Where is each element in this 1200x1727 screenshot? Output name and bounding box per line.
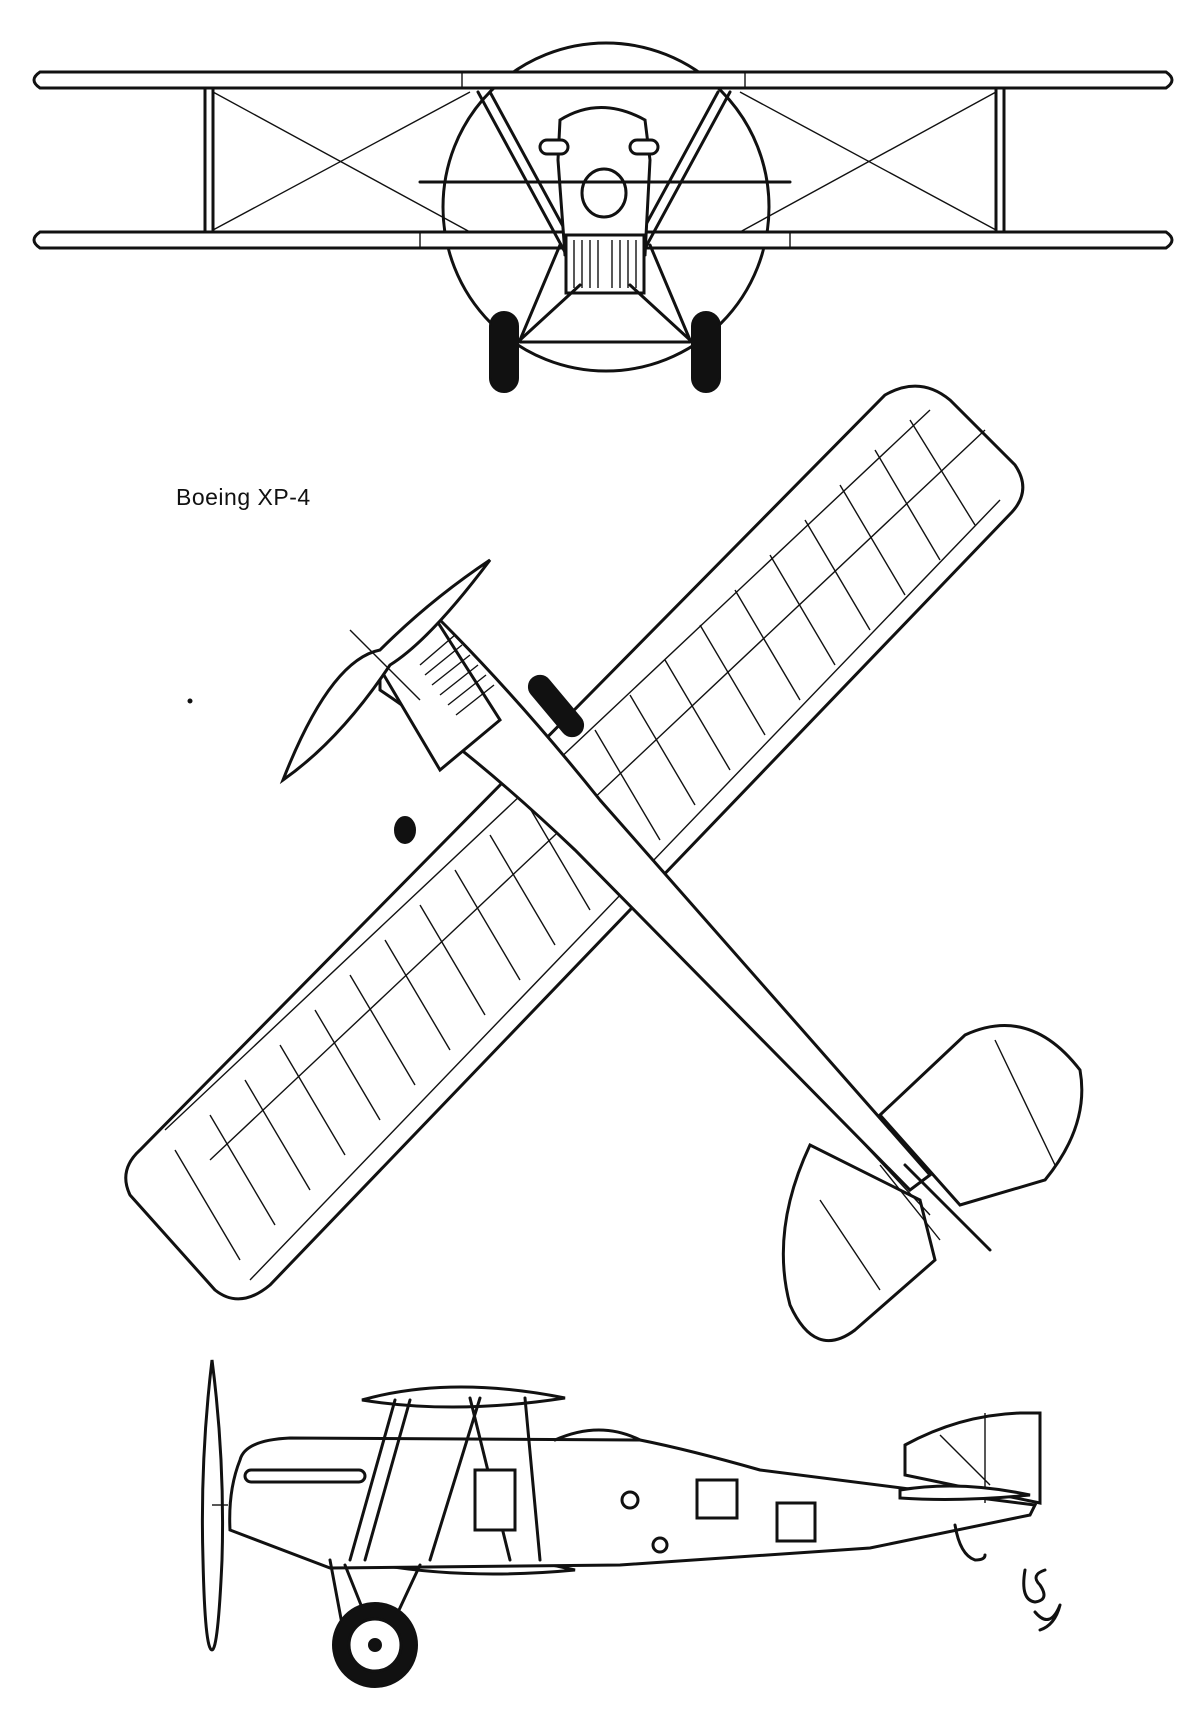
port-2 (651, 1536, 669, 1554)
landing-gear-front (518, 243, 692, 344)
window-1 (695, 1478, 739, 1520)
wheel-plan-left (394, 816, 416, 844)
tail-fin-side (903, 1411, 1042, 1505)
exhaust-stack (243, 1468, 367, 1484)
wheel-right (691, 311, 721, 393)
bracing-wires (212, 91, 997, 233)
propeller-disc (441, 41, 771, 373)
wheel-plan-right (527, 674, 585, 738)
plan-view (124, 384, 1084, 1342)
radiator-grille (564, 233, 646, 295)
port-1 (620, 1490, 640, 1510)
aircraft-title: Boeing XP-4 (176, 484, 311, 510)
tail-skid (953, 1523, 987, 1562)
wheel-left (489, 311, 519, 393)
spinner (580, 167, 628, 219)
exhaust-left (538, 138, 570, 156)
signature (1022, 1568, 1062, 1632)
side-view (200, 1359, 1042, 1688)
upper-wing-side (361, 1385, 566, 1409)
propeller-plan (279, 558, 492, 785)
upper-wing (32, 70, 1174, 90)
tailplane-plan (877, 1024, 1084, 1207)
interplane-strut-left (203, 86, 215, 234)
front-view (32, 41, 1174, 393)
elevator-plan (781, 1142, 937, 1342)
exhaust-right (628, 138, 660, 156)
tailplane-side (898, 1484, 1031, 1501)
wing-ribs (174, 419, 976, 1261)
interplane-strut-right (994, 86, 1006, 234)
window-2 (775, 1501, 817, 1543)
